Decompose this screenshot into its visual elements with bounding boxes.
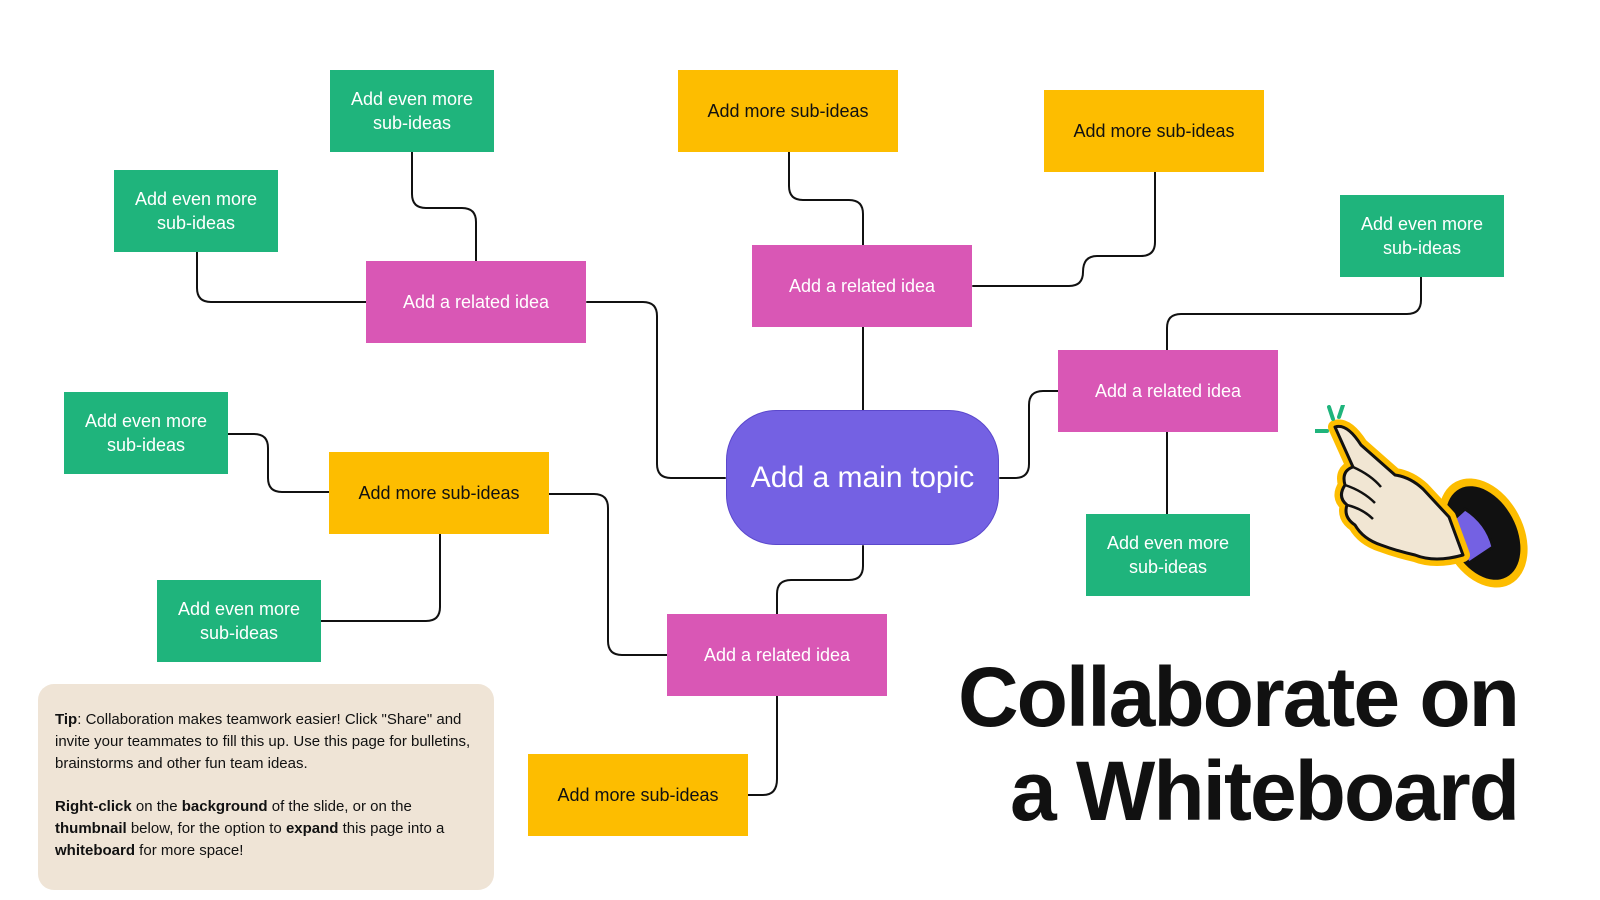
even-more-sub-ideas-topleft[interactable]: Add even more sub-ideas [114,170,278,252]
tip-text: of the slide, or on the [267,798,412,815]
title-line-2: a Whiteboard [1009,744,1520,838]
tip-text: below, for the option to [126,820,286,837]
even-more-sub-ideas-label: Add even more sub-ideas [350,89,474,133]
connector-left-evenmore-a [227,433,330,493]
connector-right-evenmore-a [1166,276,1422,351]
related-idea-label: Add a related idea [703,645,851,665]
even-more-sub-ideas-label: Add even more sub-ideas [177,599,301,643]
hand-shape [1333,424,1465,561]
even-more-sub-ideas-left-bottom[interactable]: Add even more sub-ideas [157,580,321,662]
tip-emphasis: thumbnail [55,820,127,837]
even-more-sub-ideas-label: Add even more sub-ideas [1360,214,1484,258]
related-idea-bottom[interactable]: Add a related idea [667,614,887,696]
main-topic[interactable]: Add a main topic [726,410,999,545]
related-idea-top[interactable]: Add a related idea [752,245,972,327]
even-more-sub-ideas-right-bottom[interactable]: Add even more sub-ideas [1086,514,1250,596]
related-idea-topleft[interactable]: Add a related idea [366,261,586,343]
connector-topleft-evenmore-a [411,151,477,263]
tip-text: for more space! [135,842,244,859]
more-sub-ideas-bottom[interactable]: Add more sub-ideas [528,754,748,836]
related-idea-label: Add a related idea [788,276,936,296]
spark-lines [1315,405,1345,433]
connector-top-moresub-a [788,151,864,246]
tip-label: Tip [55,711,78,728]
connector-bottom-moresub-b [747,694,778,796]
more-sub-ideas-label: Add more sub-ideas [557,785,719,805]
main-topic-label: Add a main topic [750,460,975,494]
tip-box: Tip: Collaboration makes teamwork easier… [38,684,494,890]
even-more-sub-ideas-left-top[interactable]: Add even more sub-ideas [64,392,228,474]
related-idea-label: Add a related idea [402,292,550,312]
page-title: Collaborate on a Whiteboard [957,650,1520,838]
tip-text: this page into a [338,820,445,837]
tip-emphasis: expand [285,820,339,837]
connector-main-topleft [586,301,726,479]
even-more-sub-ideas-label: Add even more sub-ideas [134,189,258,233]
tip-paragraph-1: Tip: Collaboration makes teamwork easier… [55,709,477,775]
connector-top-moresub-b [972,171,1156,287]
connector-topleft-evenmore-b [196,250,367,303]
tip-text: on the [131,798,182,815]
more-sub-ideas-left[interactable]: Add more sub-ideas [329,452,549,534]
connector-main-bottom [776,545,864,615]
more-sub-ideas-top-left[interactable]: Add more sub-ideas [678,70,898,152]
related-idea-label: Add a related idea [1094,381,1242,401]
connector-left-evenmore-b [320,531,441,622]
title-line-1: Collaborate on [957,650,1520,744]
more-sub-ideas-top-right[interactable]: Add more sub-ideas [1044,90,1264,172]
connector-bottom-moresub [548,493,668,656]
related-idea-right[interactable]: Add a related idea [1058,350,1278,432]
even-more-sub-ideas-top[interactable]: Add even more sub-ideas [330,70,494,152]
tip-emphasis: whiteboard [55,842,136,859]
more-sub-ideas-label: Add more sub-ideas [1073,121,1235,141]
more-sub-ideas-label: Add more sub-ideas [707,101,869,121]
more-sub-ideas-label: Add more sub-ideas [358,483,520,503]
tip-emphasis: background [181,798,268,815]
tip-emphasis: Right-click [55,798,132,815]
pointing-hand-icon [1315,405,1528,588]
even-more-sub-ideas-right-top[interactable]: Add even more sub-ideas [1340,195,1504,277]
tip-paragraph-2: Right-click on the background of the sli… [55,796,477,862]
tip-text: : Collaboration makes teamwork easier! C… [55,711,471,772]
even-more-sub-ideas-label: Add even more sub-ideas [1106,533,1230,577]
even-more-sub-ideas-label: Add even more sub-ideas [84,411,208,455]
connector-main-right [999,390,1060,479]
